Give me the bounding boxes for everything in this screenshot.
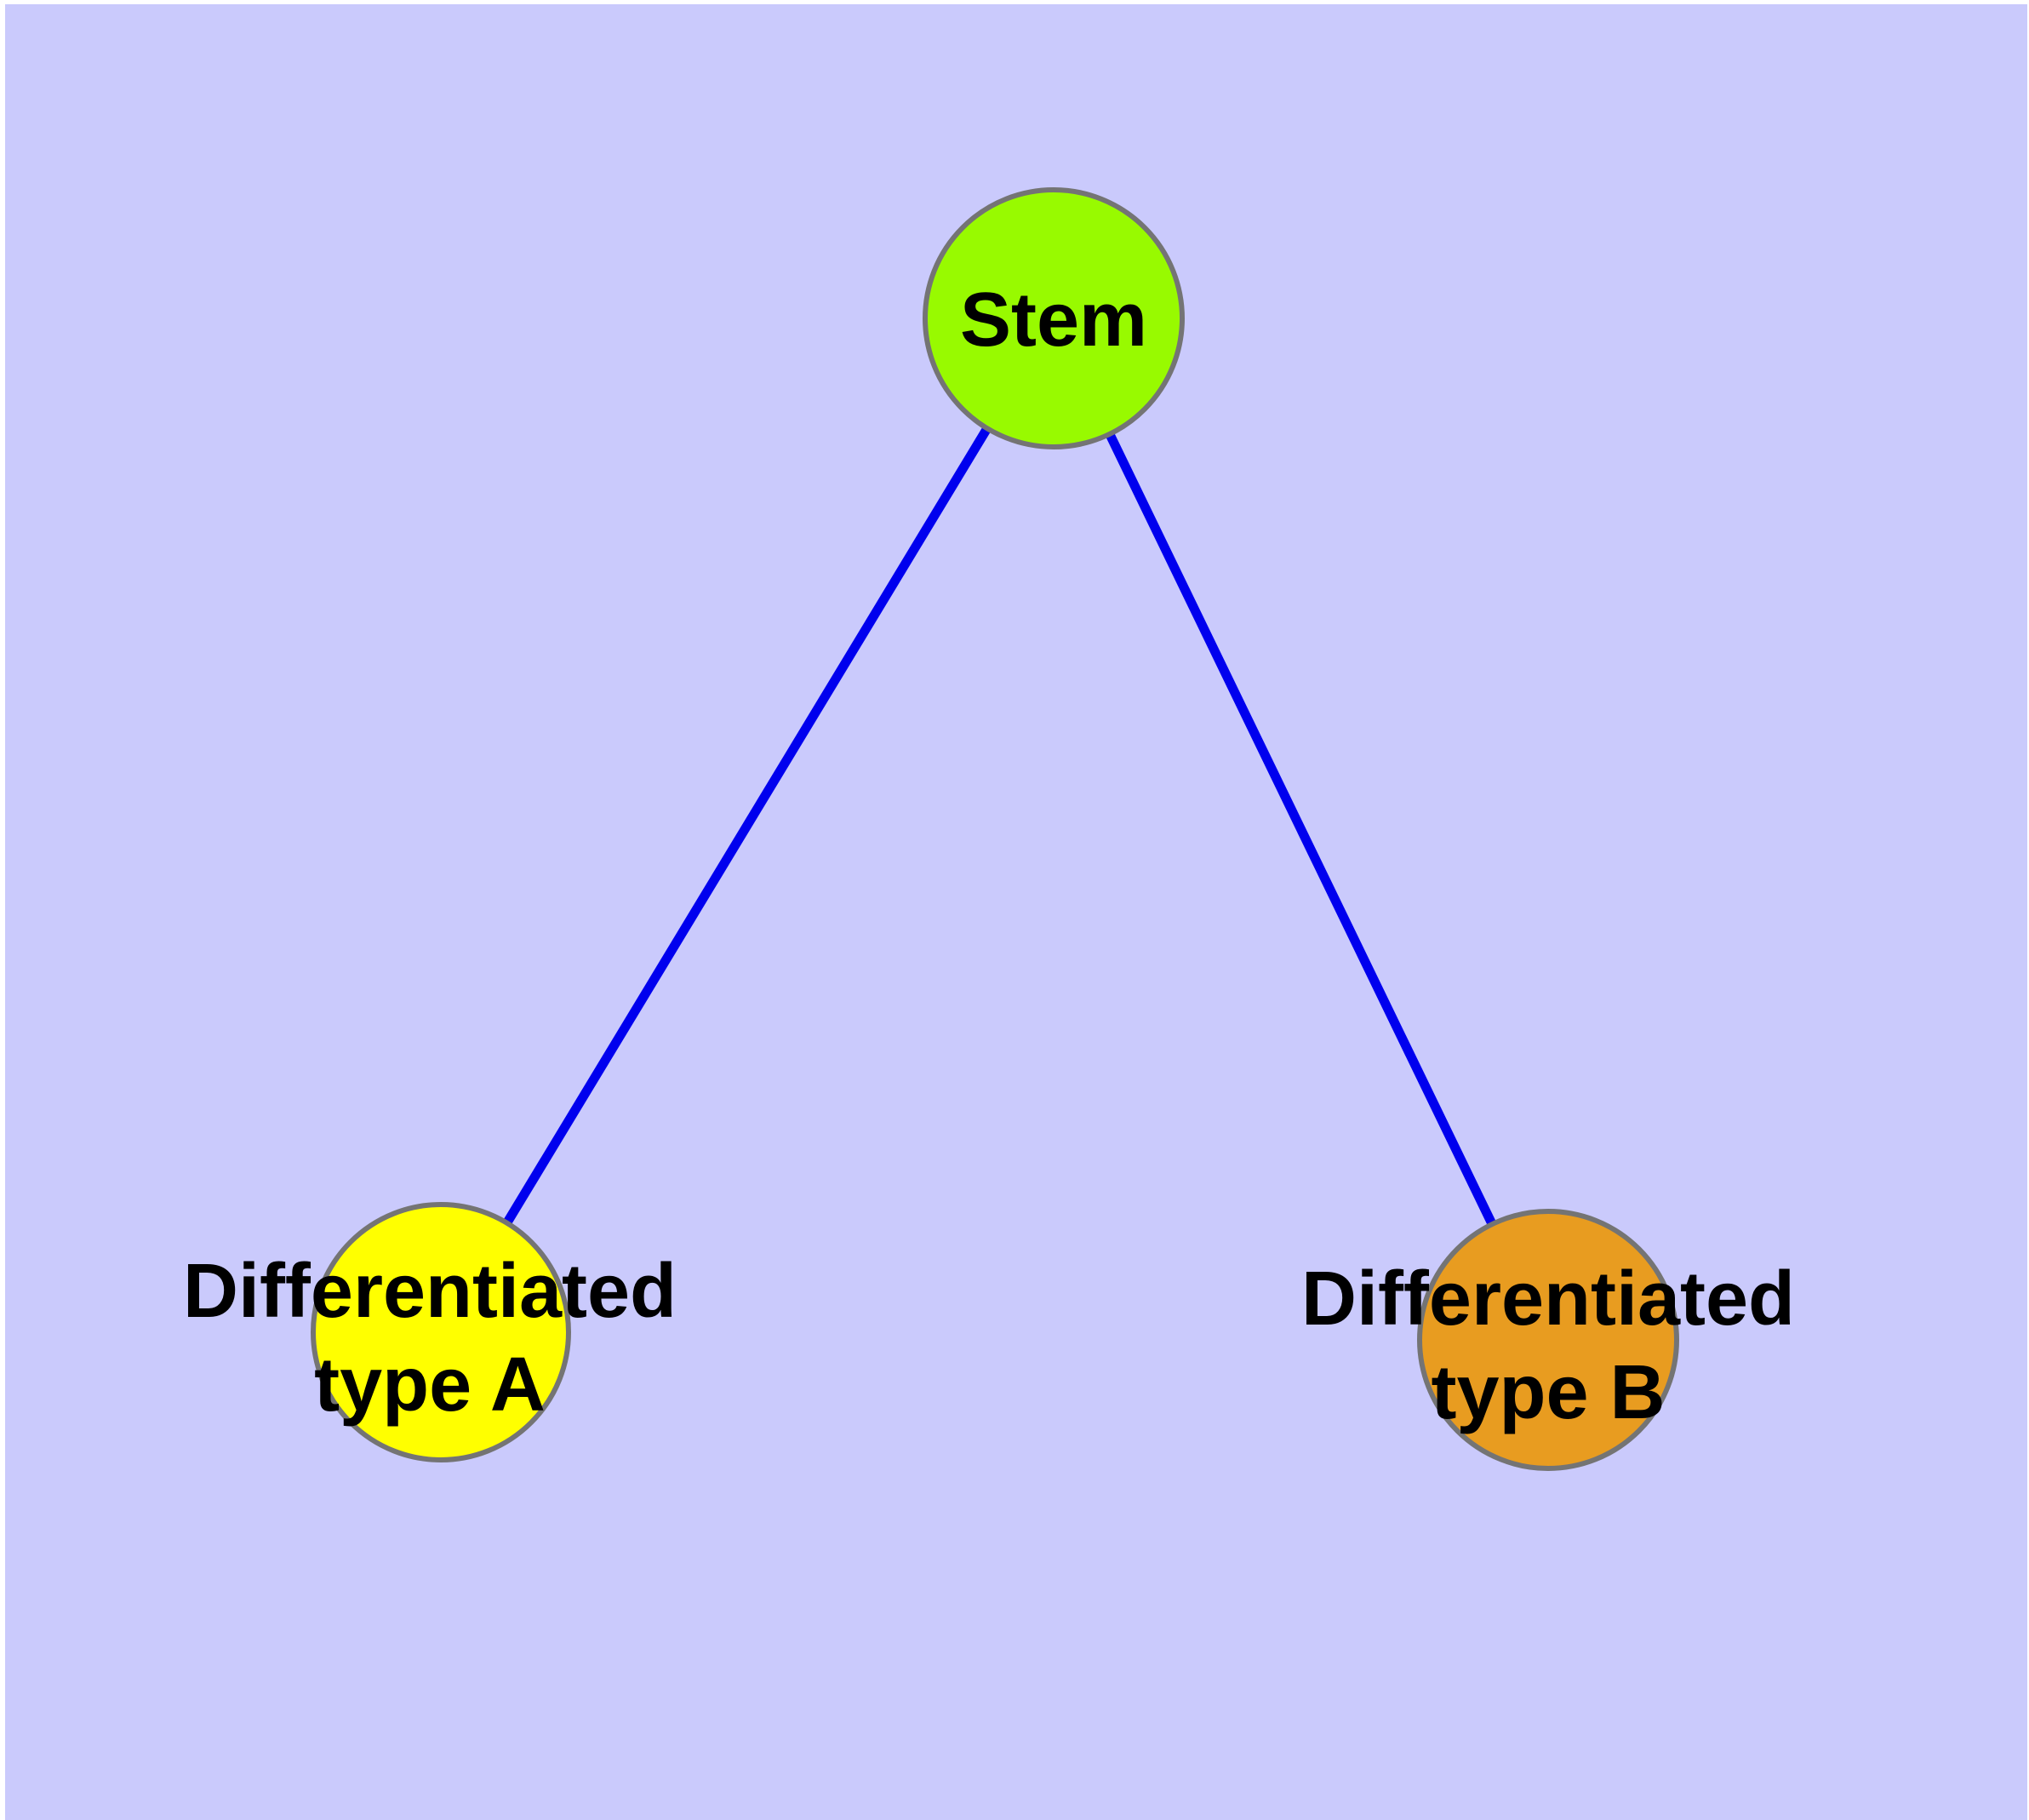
node-stem — [923, 187, 1185, 449]
edge-stem-to-type-b — [1049, 316, 1552, 1342]
node-type-b-label-line2: type B — [1431, 1350, 1665, 1435]
node-type-b-label-line1: Differentiated — [1301, 1256, 1795, 1342]
node-stem-label: Stem — [960, 278, 1147, 363]
node-differentiated-type-b — [1417, 1209, 1679, 1471]
node-type-a-label-line1: Differentiated — [183, 1249, 677, 1334]
node-type-a-label-line2: type A — [314, 1342, 546, 1428]
edge-stem-to-type-a — [437, 316, 1058, 1335]
node-differentiated-type-a — [311, 1202, 571, 1462]
